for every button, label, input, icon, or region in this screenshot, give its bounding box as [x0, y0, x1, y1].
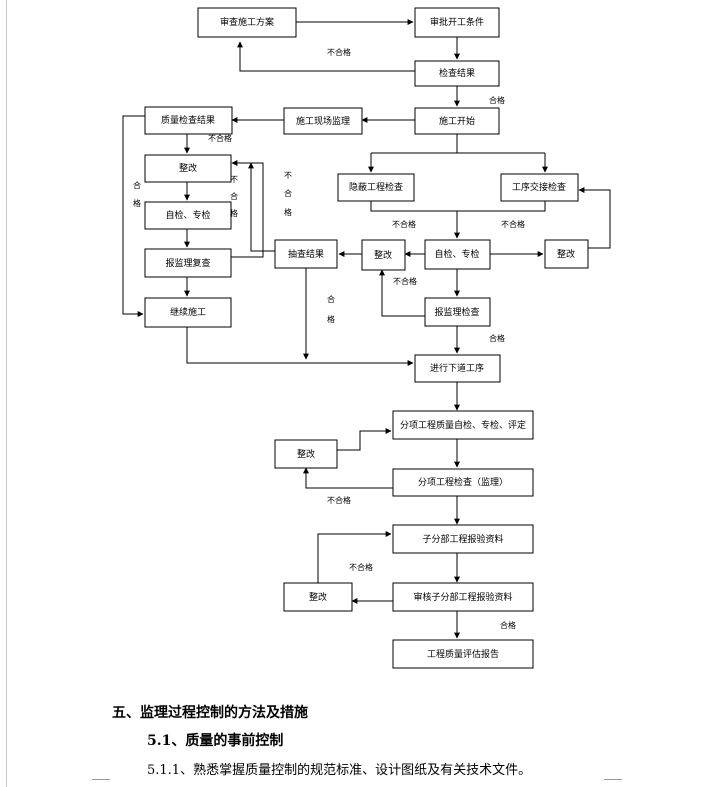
- flowchart-connectors: [122, 19, 611, 639]
- text-construction-start: 施工开始: [439, 115, 475, 127]
- label-he-left: 合: [133, 180, 141, 190]
- arrow-continue-to-next: [186, 327, 414, 366]
- label-he-col1: 合: [230, 191, 238, 201]
- box-construction-start: [414, 107, 500, 135]
- box-continue-construction: [144, 297, 232, 328]
- label-fail-subitem: 不合格: [327, 495, 351, 505]
- label-fail-report-mid: 不合格: [393, 276, 417, 286]
- text-rectify-lower1: 整改: [297, 448, 315, 460]
- page-corner-mark-right: [604, 779, 622, 786]
- label-he-col2: 合: [284, 188, 292, 198]
- text-subdivision-report: 子分部工程报验资料: [422, 533, 503, 545]
- box-self-check-mid: [424, 239, 491, 270]
- text-approve-start: 审批开工条件: [430, 16, 484, 28]
- box-spot-check-result: [274, 239, 338, 269]
- text-inspect-result-top: 检查结果: [439, 67, 475, 79]
- paragraph-text: 5.1.1、熟悉掌握质量控制的规范标准、设计图纸及有关技术文件。: [147, 763, 532, 778]
- subsection-heading: 5.1、质量的事前控制: [147, 733, 284, 749]
- label-fail-merge-left: 不合格: [392, 219, 416, 229]
- arrow-rectify1-to-subitem-check: [337, 428, 392, 451]
- label-bu-col1: 不: [230, 175, 238, 184]
- label-pass-report-mid: 合格: [489, 333, 505, 343]
- box-quality-inspect-result: [144, 106, 233, 135]
- label-ge-left: 格: [133, 198, 141, 208]
- label-fail-quality: 不合格: [208, 133, 232, 143]
- box-hidden-work-inspect: [337, 173, 415, 202]
- page-left-edge: [0, 0, 7, 787]
- arrow-report-fail-to-rectify: [231, 160, 264, 258]
- label-pass-top: 合格: [489, 95, 505, 105]
- text-quality-inspect-result: 质量检查结果: [161, 114, 215, 126]
- box-report-supervision-left: [144, 248, 232, 278]
- label-ge-col2: 格: [284, 207, 292, 217]
- section-heading: 五、监理过程控制的方法及措施: [112, 705, 308, 721]
- box-rectify-mid: [361, 239, 406, 271]
- label-he-spot: 合: [327, 294, 335, 304]
- box-review-plan: [197, 7, 297, 38]
- box-self-check-left: [144, 201, 232, 230]
- box-rectify-right: [544, 239, 589, 269]
- text-next-process: 进行下道工序: [430, 362, 484, 374]
- quality-control-flowchart: 审查施工方案 审批开工条件 检查结果 施工开始 施工现场监理 质量检查结果 整改…: [122, 7, 611, 669]
- box-next-process: [414, 354, 501, 383]
- label-fail-review: 不合格: [349, 562, 373, 572]
- text-rectify-right: 整改: [557, 248, 575, 260]
- arrow-spot-to-rectify: [248, 162, 275, 252]
- text-spot-check-result: 抽查结果: [288, 248, 324, 260]
- label-bu-col2: 不: [284, 171, 292, 180]
- arrow-report-fail-to-rectify-mid: [379, 269, 425, 317]
- text-rectify-lower2: 整改: [309, 591, 327, 603]
- text-site-supervision: 施工现场监理: [296, 115, 350, 127]
- box-quality-assessment: [392, 639, 534, 669]
- arrow-inspect-fail-to-rectify1: [303, 467, 393, 489]
- text-review-plan: 审查施工方案: [220, 16, 274, 28]
- box-rectify-lower1: [274, 439, 338, 469]
- text-self-check-left: 自检、专检: [165, 209, 210, 221]
- box-rectify-lower2: [283, 582, 353, 612]
- text-hidden-work-inspect: 隐蔽工程检查: [349, 181, 403, 193]
- box-inspect-result-top: [414, 60, 500, 87]
- page-corner-mark-left: [92, 779, 110, 786]
- label-ge-spot: 格: [327, 314, 335, 324]
- box-rectify-left: [144, 154, 232, 183]
- text-rectify-mid: 整改: [374, 249, 392, 261]
- box-site-supervision: [283, 107, 363, 135]
- box-review-subdivision: [392, 582, 534, 612]
- label-pass-review: 合格: [500, 620, 516, 630]
- arrow-rectify-right-to-handover: [578, 187, 611, 249]
- box-process-handover-inspect: [500, 173, 579, 202]
- text-report-supervision-mid: 报监理检查: [434, 306, 479, 318]
- label-ge-col1: 格: [230, 208, 238, 218]
- arrow-rectify2-to-subdivision: [317, 531, 392, 583]
- label-fail-top: 不合格: [327, 47, 351, 57]
- box-subitem-inspect: [392, 468, 534, 497]
- arrow-result-fail-to-plan: [237, 41, 415, 72]
- arrow-quality-pass-to-continue: [122, 115, 145, 317]
- text-rectify-left: 整改: [179, 162, 197, 174]
- box-approve-start: [414, 7, 500, 38]
- text-process-handover-inspect: 工序交接检查: [512, 181, 566, 193]
- box-report-supervision-mid: [424, 297, 491, 327]
- text-self-check-mid: 自检、专检: [434, 248, 479, 260]
- text-quality-assessment: 工程质量评估报告: [427, 648, 499, 660]
- box-subdivision-report: [392, 524, 534, 554]
- text-subitem-inspect: 分项工程检查（监理）: [418, 476, 508, 488]
- text-subitem-quality-check: 分项工程质量自检、专检、评定: [400, 419, 526, 431]
- text-report-supervision-left: 报监理复查: [165, 257, 210, 269]
- text-continue-construction: 继续施工: [170, 306, 206, 318]
- text-review-subdivision: 审核子分部工程报验资料: [413, 591, 512, 603]
- label-fail-merge-right: 不合格: [501, 219, 525, 229]
- box-subitem-quality-check: [392, 410, 534, 440]
